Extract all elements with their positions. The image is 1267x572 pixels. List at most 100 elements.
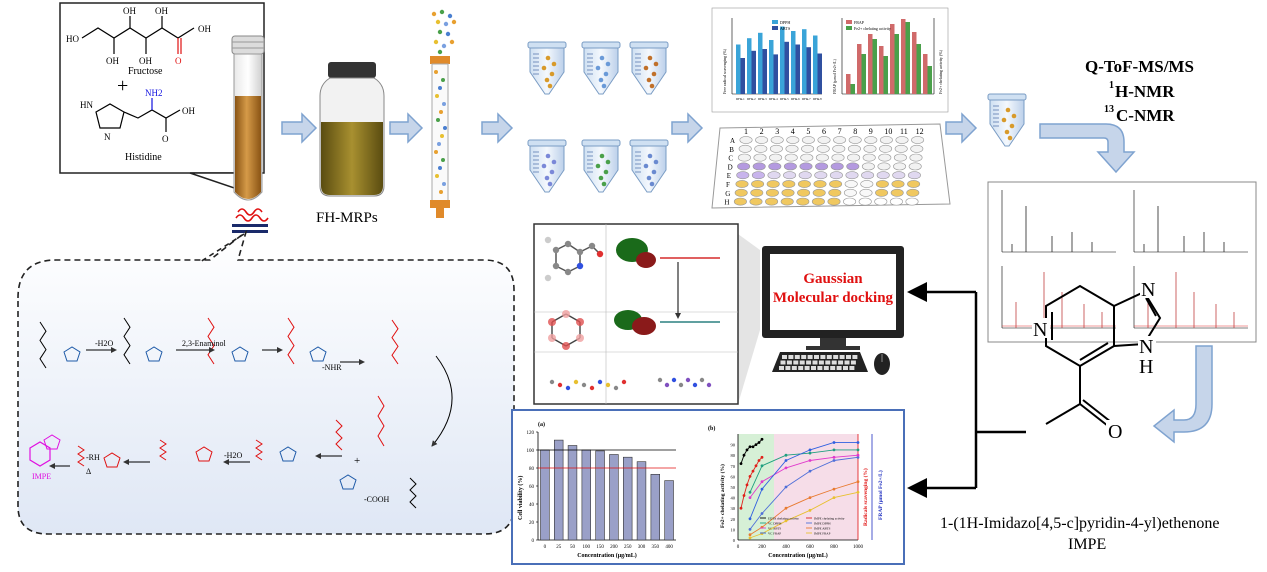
column-band-dot: [440, 134, 444, 138]
mech-imidazole: [43, 434, 61, 450]
line-chart-ytick-label: 30: [731, 506, 736, 511]
column-band-dot: [435, 174, 439, 178]
drop-dot: [437, 49, 443, 55]
keyboard-key: [806, 360, 812, 365]
cell-chart-xtick-label: 300: [638, 545, 646, 550]
top-chart-1-xtick: DF&-6: [791, 97, 800, 101]
keyboard-key: [852, 355, 858, 359]
top-chart-1-xtick: DF&-4: [769, 97, 778, 101]
plate-row-label: H: [724, 199, 729, 207]
plate-well: [737, 162, 751, 171]
tube-dot: [653, 61, 659, 67]
plate-well: [769, 153, 783, 162]
cell-chart-xtick-label: 150: [596, 545, 604, 550]
line-chart-ylabel2: Radicals scavenging (%): [862, 468, 869, 526]
mol-atom: [596, 250, 604, 258]
tube-dot: [647, 153, 653, 159]
mech-chain: [255, 439, 263, 461]
tube-cap: [581, 41, 621, 49]
plate-well: [858, 197, 872, 206]
plate-well: [907, 180, 921, 188]
plate-row-label: F: [726, 181, 730, 189]
mol-atom: [552, 262, 560, 270]
fraction-tube: [527, 139, 567, 193]
plate-well: [751, 171, 765, 180]
line-chart-point: [754, 464, 758, 468]
plate-well: [798, 171, 812, 180]
line-chart-point: [808, 496, 812, 499]
dock-atom: [664, 382, 670, 388]
top-chart-1-xtick: DF&-5: [780, 97, 789, 101]
drop-dot: [449, 39, 455, 45]
line-chart-point: [748, 517, 752, 521]
mech-impe-ring: [29, 441, 51, 467]
line-chart-legend-entry: IMPE chelating activity: [814, 517, 845, 521]
cell-chart-ytick-label: 40: [529, 503, 535, 508]
top-chart-1-bar: [791, 31, 796, 94]
plate-well: [895, 136, 909, 144]
top-chart-1-bar: [747, 38, 752, 94]
plate-well: [817, 136, 831, 144]
cell-chart-ytick-label: 80: [529, 467, 535, 472]
line-chart-point: [832, 455, 836, 459]
keyboard-key: [779, 366, 784, 370]
tube-body: [529, 145, 565, 193]
line-chart-point: [784, 519, 788, 523]
tube-dot: [649, 181, 655, 187]
tube-dot: [541, 65, 547, 71]
mech-step-2: 2,3-Enaminol: [182, 339, 227, 348]
plate-column-label: 6: [822, 127, 826, 136]
plate-well: [753, 153, 767, 162]
line-chart-point: [808, 451, 812, 455]
line-chart-panel-label: (b): [708, 425, 715, 432]
plate-well: [812, 188, 826, 197]
cell-chart-bar: [581, 449, 592, 541]
impe-abbreviation: IMPE: [1068, 536, 1106, 553]
line-chart-legend-entry: EDTA chelating activity: [768, 517, 799, 521]
histidine-o: O: [162, 134, 169, 144]
plate-well: [739, 136, 753, 144]
cell-chart-xtick-label: 25: [556, 545, 562, 550]
top-chart-1-xtick: DF&-7: [802, 97, 811, 101]
cell-chart-bar: [540, 449, 550, 541]
keyboard-key: [811, 366, 816, 370]
top-chart-1-bar: [813, 35, 818, 94]
line-chart-point: [757, 441, 761, 444]
line-chart-point: [856, 480, 860, 484]
plate-well: [799, 162, 813, 171]
charge-atom: [562, 342, 570, 350]
top-chart-2-bar: [905, 22, 910, 94]
column-band-dot: [439, 190, 443, 194]
column-band-dot: [434, 70, 438, 74]
top-chart-1-bar: [784, 41, 789, 94]
keyboard-key: [843, 366, 848, 370]
product-label: FH-MRPs: [316, 210, 378, 226]
fructose-ho-label: HO: [66, 34, 79, 44]
mech-step-4: -H2O: [224, 451, 242, 460]
top-chart-2-bar: [868, 34, 873, 94]
keyboard-key: [838, 360, 844, 365]
plate-well: [781, 188, 795, 197]
top-chart-2-bar: [894, 34, 899, 94]
line-chart-point: [760, 480, 764, 484]
plate-well: [879, 136, 893, 144]
tube-body: [631, 145, 667, 193]
plate-well: [889, 197, 903, 206]
analysis-ms: Q-ToF-MS/MS: [1085, 57, 1194, 76]
dock-atom: [706, 382, 712, 388]
plate-well: [782, 180, 796, 188]
plate-well: [875, 180, 889, 188]
line-chart-point: [856, 453, 860, 457]
computer-line-1: Gaussian: [803, 271, 863, 287]
column-band-dot: [436, 118, 440, 122]
fraction-tube: [581, 41, 621, 95]
plate-column-label: 9: [869, 127, 873, 136]
line-chart-series: [749, 442, 858, 519]
plate-well: [845, 171, 859, 180]
column-band-dot: [435, 94, 439, 98]
cell-chart-xlabel: Concentration (μg/mL): [577, 552, 637, 559]
cell-chart-bar: [664, 480, 674, 541]
tube-dot: [1011, 113, 1017, 119]
